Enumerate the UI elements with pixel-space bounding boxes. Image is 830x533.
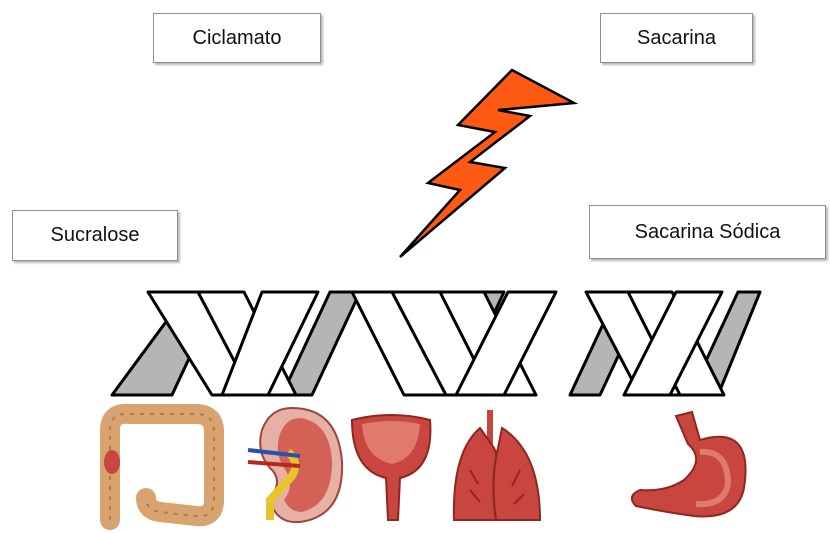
lightning-bolt-icon bbox=[400, 70, 574, 257]
large-intestine-icon bbox=[104, 414, 214, 520]
bladder-icon bbox=[352, 415, 430, 520]
dna-helix-icon bbox=[112, 292, 760, 395]
lungs-icon bbox=[454, 410, 540, 520]
kidney-icon bbox=[248, 408, 342, 522]
stomach-icon bbox=[632, 412, 746, 516]
